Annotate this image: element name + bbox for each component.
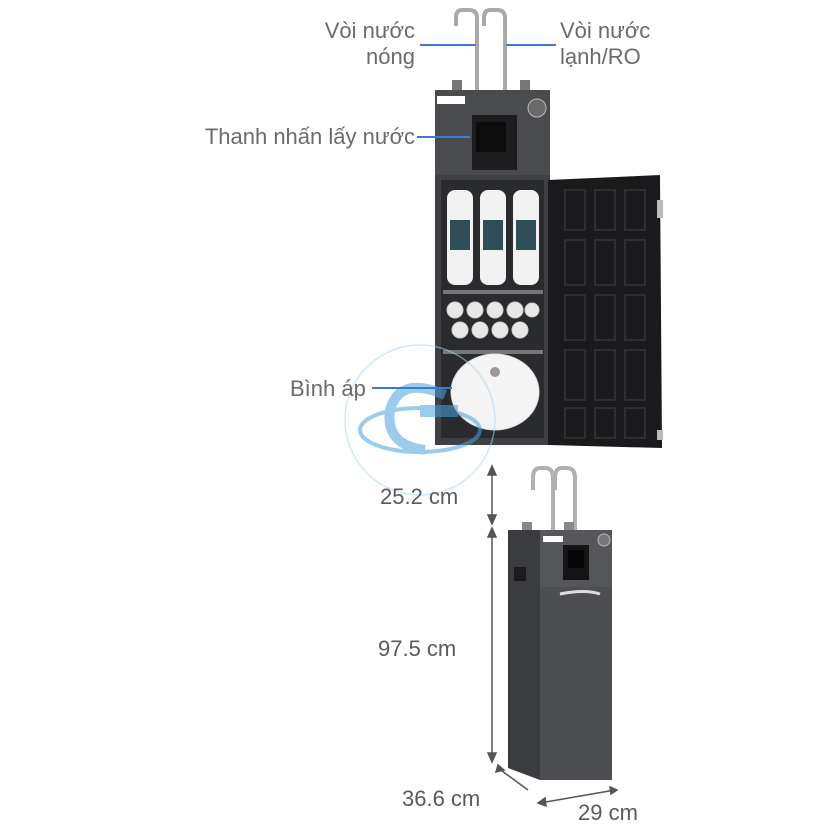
cold-faucet-icon xyxy=(482,8,507,90)
closed-dispenser-illustration xyxy=(508,466,612,780)
hot-faucet-icon xyxy=(454,8,479,90)
cabinet-door xyxy=(548,175,662,448)
filter-cartridge-1 xyxy=(447,190,473,285)
body-height-dimension: 97.5 cm xyxy=(378,636,457,661)
width-dimension: 29 cm xyxy=(578,800,638,825)
depth-dimension: 36.6 cm xyxy=(402,786,481,811)
pressure-tank-label: Bình áp xyxy=(290,376,366,401)
dispense-button-label: Thanh nhấn lấy nước xyxy=(204,124,415,149)
cold-faucet-label: Vòi nước lạnh/RO xyxy=(560,18,651,69)
filter-cartridge-2 xyxy=(480,190,506,285)
filter-cartridge-3 xyxy=(513,190,539,285)
hot-faucet-label: Vòi nước nóng xyxy=(324,18,415,69)
faucet-height-dimension: 25.2 cm xyxy=(380,484,459,509)
